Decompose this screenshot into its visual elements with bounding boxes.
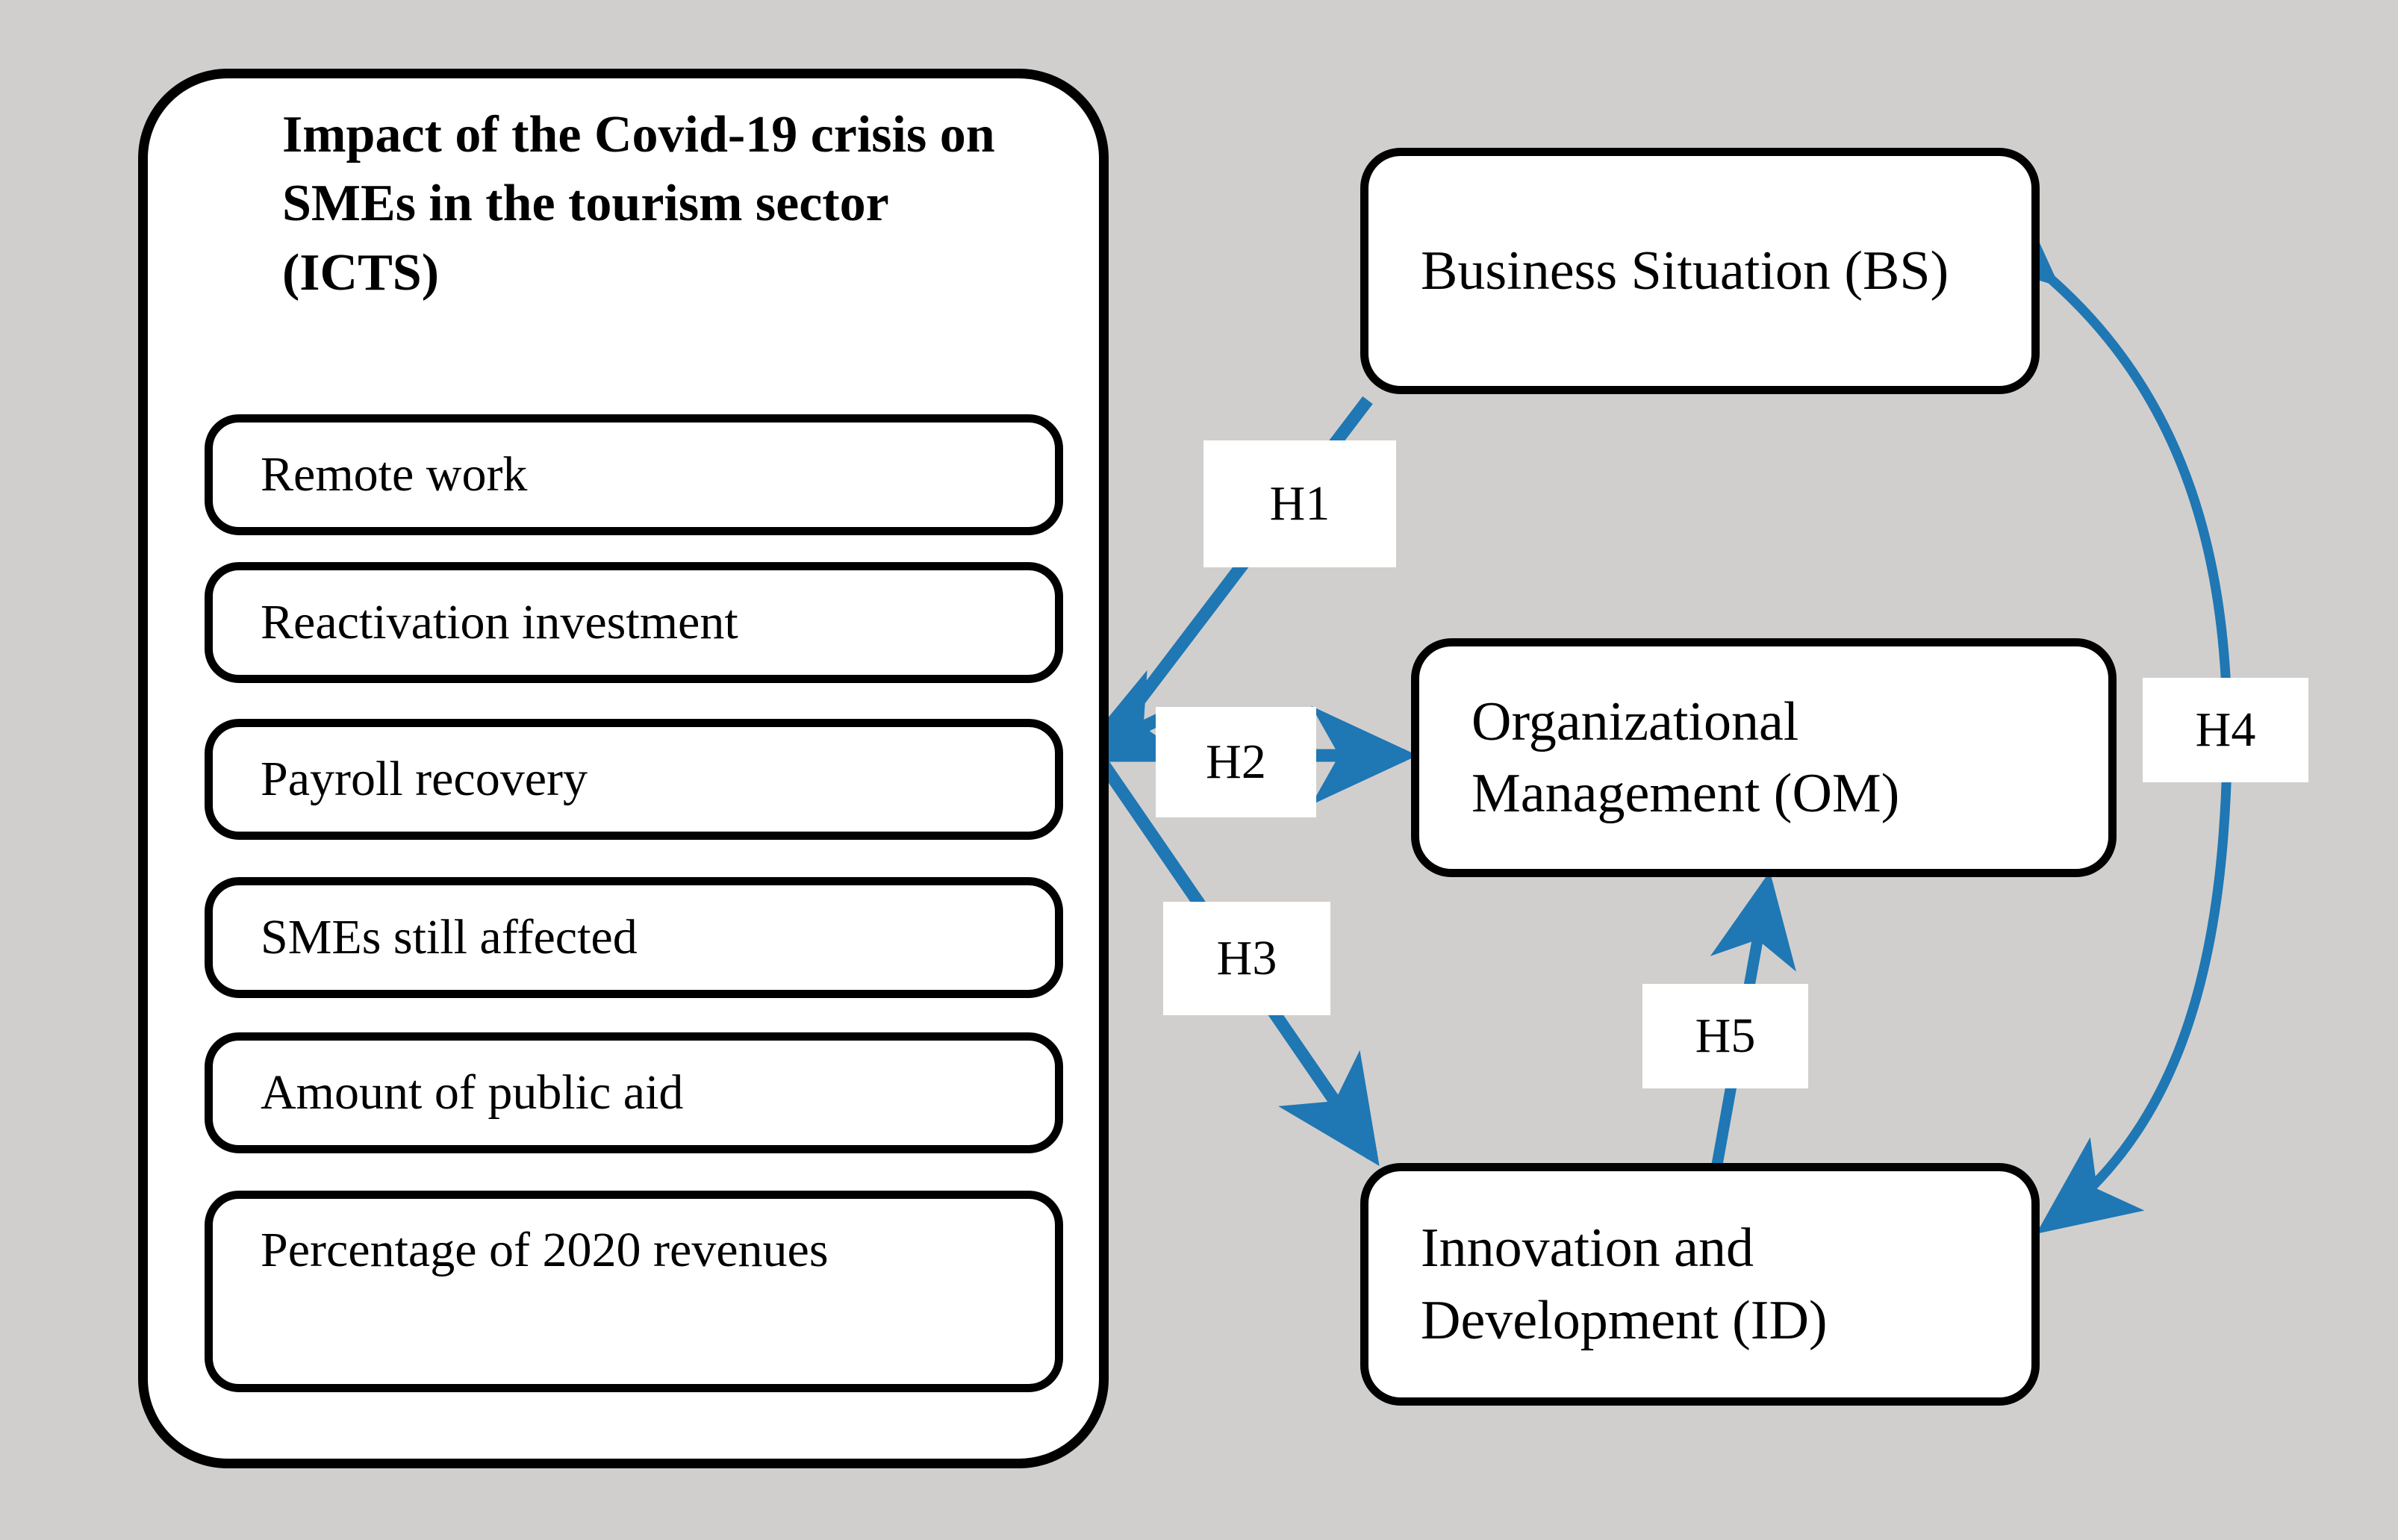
hypothesis-label-h5: H5 bbox=[1642, 984, 1808, 1088]
icts-item-label: Percentage of 2020 revenues bbox=[261, 1223, 829, 1277]
node-business-situation-label: Business Situation (BS) bbox=[1421, 240, 1949, 302]
icts-item-amount-of-public-aid[interactable]: Amount of public aid bbox=[205, 1032, 1063, 1153]
node-innovation-and-development-label: Innovation and Development (ID) bbox=[1421, 1218, 1828, 1351]
icts-item-reactivation-investment[interactable]: Reactivation investment bbox=[205, 562, 1063, 683]
icts-item-label: Payroll recovery bbox=[261, 752, 588, 807]
icts-item-smes-still-affected[interactable]: SMEs still affected bbox=[205, 877, 1063, 998]
icts-item-label: Amount of public aid bbox=[261, 1065, 684, 1120]
icts-item-percentage-of-2020-revenues[interactable]: Percentage of 2020 revenues bbox=[205, 1191, 1063, 1392]
hypothesis-label-h3: H3 bbox=[1163, 902, 1330, 1015]
hypothesis-h2-text: H2 bbox=[1206, 735, 1266, 789]
hypothesis-label-h4: H4 bbox=[2143, 678, 2308, 782]
node-business-situation[interactable]: Business Situation (BS) bbox=[1360, 148, 2040, 394]
hypothesis-h5-text: H5 bbox=[1695, 1009, 1756, 1063]
icts-container: Impact of the Covid-19 crisis on SMEs in… bbox=[138, 69, 1109, 1468]
hypothesis-h4-text: H4 bbox=[2195, 702, 2256, 757]
hypothesis-h1-text: H1 bbox=[1269, 476, 1330, 531]
icts-title: Impact of the Covid-19 crisis on SMEs in… bbox=[282, 106, 995, 302]
icts-item-label: Remote work bbox=[261, 447, 528, 502]
hypothesis-label-h2: H2 bbox=[1156, 707, 1316, 817]
hypothesis-h3-text: H3 bbox=[1216, 931, 1277, 985]
icts-item-label: SMEs still affected bbox=[261, 910, 638, 965]
icts-item-label: Reactivation investment bbox=[261, 595, 738, 650]
node-organizational-management[interactable]: Organizational Management (OM) bbox=[1411, 638, 2117, 877]
icts-item-remote-work[interactable]: Remote work bbox=[205, 414, 1063, 535]
hypothesis-label-h1: H1 bbox=[1203, 440, 1396, 567]
node-innovation-and-development[interactable]: Innovation and Development (ID) bbox=[1360, 1163, 2040, 1406]
icts-item-payroll-recovery[interactable]: Payroll recovery bbox=[205, 719, 1063, 840]
node-organizational-management-label: Organizational Management (OM) bbox=[1472, 690, 1900, 824]
